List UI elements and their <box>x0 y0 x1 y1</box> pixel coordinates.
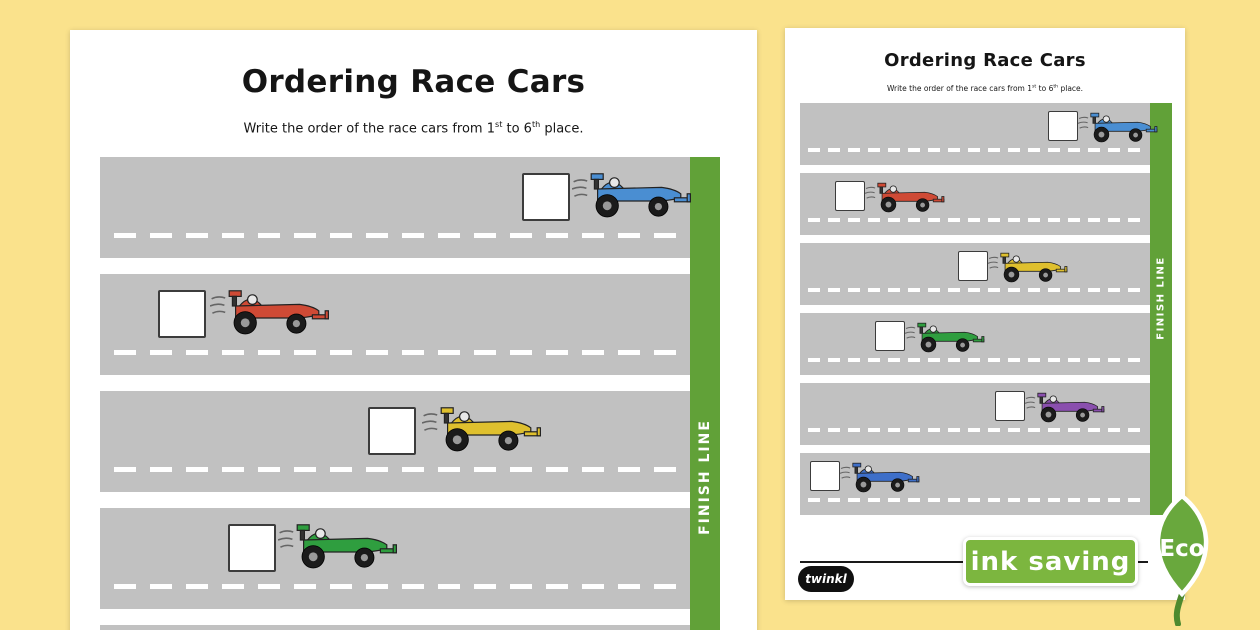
race-track-lane <box>800 103 1158 165</box>
ink-saving-badge: ink saving <box>963 537 1138 586</box>
answer-box[interactable] <box>874 321 905 351</box>
finish-line-strip: FINISH LINE <box>1150 103 1172 515</box>
worksheet-instructions: Write the order of the race cars from 1s… <box>70 120 757 136</box>
answer-box[interactable] <box>994 391 1025 421</box>
race-car-green <box>278 520 398 570</box>
lane-center-dashes <box>114 233 676 238</box>
worksheet-page-large: Ordering Race Cars Write the order of th… <box>70 30 757 630</box>
answer-box[interactable] <box>228 524 277 572</box>
race-car-yellow <box>987 250 1068 283</box>
lane-center-dashes <box>808 428 1142 432</box>
lane-center-dashes <box>808 498 1142 502</box>
instructions-text: to 6 <box>502 121 532 137</box>
answer-box[interactable] <box>367 407 416 455</box>
finish-line-label: FINISH LINE <box>697 419 713 535</box>
instructions-text: place. <box>540 121 584 137</box>
race-track-lane <box>100 391 690 492</box>
race-track-lane <box>100 625 690 630</box>
ordinal-suffix: th <box>531 120 541 129</box>
lane-center-dashes <box>808 288 1142 292</box>
race-car-red <box>865 180 945 213</box>
answer-box[interactable] <box>957 251 988 281</box>
answer-box[interactable] <box>810 461 841 491</box>
finish-line-label: FINISH LINE <box>1155 256 1167 340</box>
race-car-red <box>209 286 330 336</box>
race-car-blue <box>572 169 692 219</box>
race-car-yellow <box>421 403 542 453</box>
twinkl-logo: twinkl <box>798 566 854 592</box>
race-track-lane <box>800 453 1150 515</box>
race-track-lane <box>800 243 1150 305</box>
instructions-text: place. <box>1058 84 1084 93</box>
page-title: Ordering Race Cars <box>884 50 1086 71</box>
race-track-lane <box>100 274 690 375</box>
worksheet-instructions: Write the order of the race cars from 1s… <box>785 84 1185 93</box>
answer-box[interactable] <box>157 290 206 338</box>
worksheet-page-small: Ordering Race Cars Write the order of th… <box>785 28 1185 600</box>
race-track-lane <box>100 508 690 609</box>
lane-center-dashes <box>114 467 676 472</box>
lane-center-dashes <box>808 148 1142 152</box>
page-title: Ordering Race Cars <box>241 64 586 100</box>
instructions-text: to 6 <box>1036 84 1054 93</box>
race-car-green <box>905 320 985 353</box>
ordinal-suffix: th <box>1053 84 1059 90</box>
ordinal-suffix: st <box>495 120 503 129</box>
eco-label: Eco <box>1159 536 1205 562</box>
instructions-text: Write the order of the race cars from 1 <box>243 121 495 137</box>
race-car-purple <box>1025 390 1105 423</box>
race-car-dark-blue <box>839 460 920 493</box>
answer-box[interactable] <box>835 181 865 211</box>
eco-leaf-badge: Eco <box>1138 492 1226 626</box>
ordinal-suffix: st <box>1032 84 1037 90</box>
answer-box[interactable] <box>521 173 570 221</box>
lane-center-dashes <box>808 358 1142 362</box>
race-track-lane <box>800 313 1150 375</box>
leaf-icon <box>1155 493 1209 626</box>
lane-center-dashes <box>114 350 676 355</box>
answer-box[interactable] <box>1048 111 1079 141</box>
finish-line-strip: FINISH LINE <box>690 157 720 630</box>
race-car-blue <box>1077 110 1158 143</box>
race-track-lane <box>800 383 1150 445</box>
lane-center-dashes <box>808 218 1142 222</box>
race-track-lane <box>100 157 692 258</box>
instructions-text: Write the order of the race cars from 1 <box>886 84 1033 93</box>
race-track-lane <box>800 173 1150 235</box>
lane-center-dashes <box>114 584 676 589</box>
